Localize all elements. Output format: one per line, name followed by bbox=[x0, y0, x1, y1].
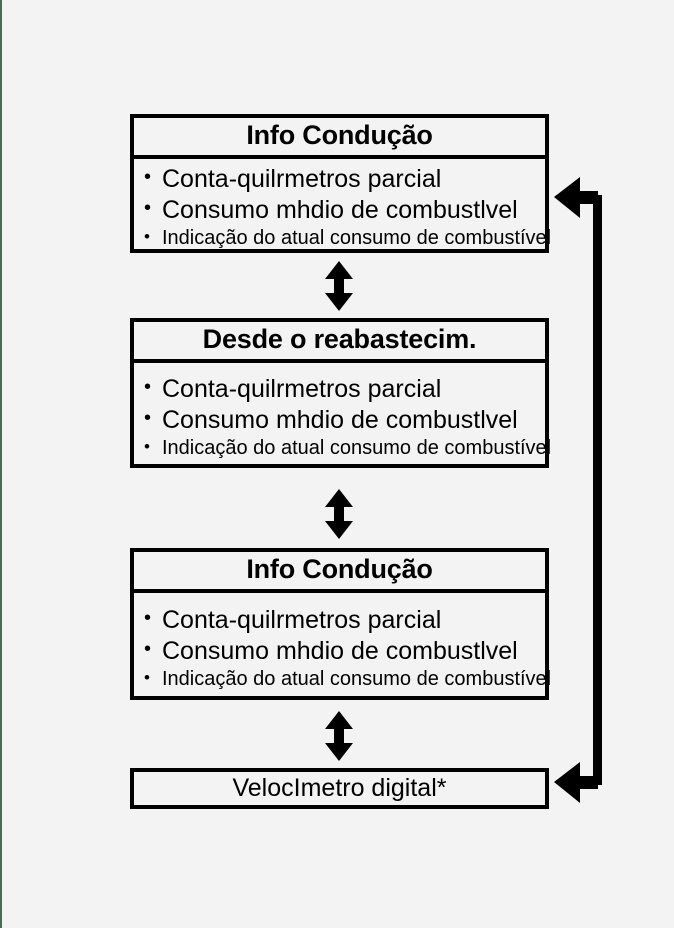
list-item: • Consumo mhdio de combustlvel bbox=[144, 636, 545, 667]
list-item-label: Indicação do atual consumo de combustíve… bbox=[162, 668, 552, 690]
connector-arrow-1-2 bbox=[322, 261, 356, 311]
bullet-icon: • bbox=[144, 376, 152, 398]
connector-loop-return bbox=[550, 170, 620, 810]
bullet-icon: • bbox=[144, 437, 150, 456]
bullet-icon: • bbox=[144, 197, 152, 219]
connector-arrow-3-4 bbox=[322, 711, 356, 761]
list-item: • Indicação do atual consumo de combustí… bbox=[144, 436, 551, 461]
node-body: • Conta-quilrmetros parcial • Consumo mh… bbox=[134, 363, 551, 465]
node-title: VelocImetro digital* bbox=[232, 774, 447, 802]
bullet-icon: • bbox=[144, 407, 152, 429]
node-body: • Conta-quilrmetros parcial • Consumo mh… bbox=[134, 593, 551, 696]
list-item: • Indicação do atual consumo de combustí… bbox=[144, 226, 551, 251]
list-item-label: Indicação do atual consumo de combustíve… bbox=[162, 437, 552, 459]
node-title: Info Condução bbox=[134, 118, 545, 159]
list-item: • Conta-quilrmetros parcial bbox=[144, 164, 545, 195]
bullet-icon: • bbox=[144, 227, 150, 246]
list-item: • Consumo mhdio de combustlvel bbox=[144, 195, 545, 226]
list-item: • Consumo mhdio de combustlvel bbox=[144, 405, 545, 436]
list-item: • Conta-quilrmetros parcial bbox=[144, 605, 545, 636]
bullet-icon: • bbox=[144, 668, 150, 687]
list-item-label: Indicação do atual consumo de combustíve… bbox=[162, 227, 552, 249]
list-item-label: Consumo mhdio de combustlvel bbox=[162, 406, 518, 434]
node-info-conducao-1[interactable]: Info Condução • Conta-quilrmetros parcia… bbox=[130, 114, 551, 255]
bullet-icon: • bbox=[144, 166, 152, 188]
node-info-conducao-2[interactable]: Info Condução • Conta-quilrmetros parcia… bbox=[130, 548, 551, 700]
node-title: Desde o reabastecim. bbox=[134, 322, 545, 363]
bullet-icon: • bbox=[144, 607, 152, 629]
bullet-icon: • bbox=[144, 638, 152, 660]
node-desde-o-reabastecim[interactable]: Desde o reabastecim. • Conta-quilrmetros… bbox=[130, 318, 551, 468]
node-velocimetro-digital[interactable]: VelocImetro digital* bbox=[130, 768, 549, 809]
list-item-label: Conta-quilrmetros parcial bbox=[162, 165, 442, 193]
list-item-label: Consumo mhdio de combustlvel bbox=[162, 196, 518, 224]
connector-arrow-2-3 bbox=[322, 489, 356, 539]
list-item-label: Consumo mhdio de combustlvel bbox=[162, 637, 518, 665]
list-item-label: Conta-quilrmetros parcial bbox=[162, 375, 442, 403]
node-body: • Conta-quilrmetros parcial • Consumo mh… bbox=[134, 159, 551, 255]
list-item-label: Conta-quilrmetros parcial bbox=[162, 606, 442, 634]
list-item: • Conta-quilrmetros parcial bbox=[144, 374, 545, 405]
node-title: Info Condução bbox=[134, 552, 545, 593]
list-item: • Indicação do atual consumo de combustí… bbox=[144, 667, 551, 692]
